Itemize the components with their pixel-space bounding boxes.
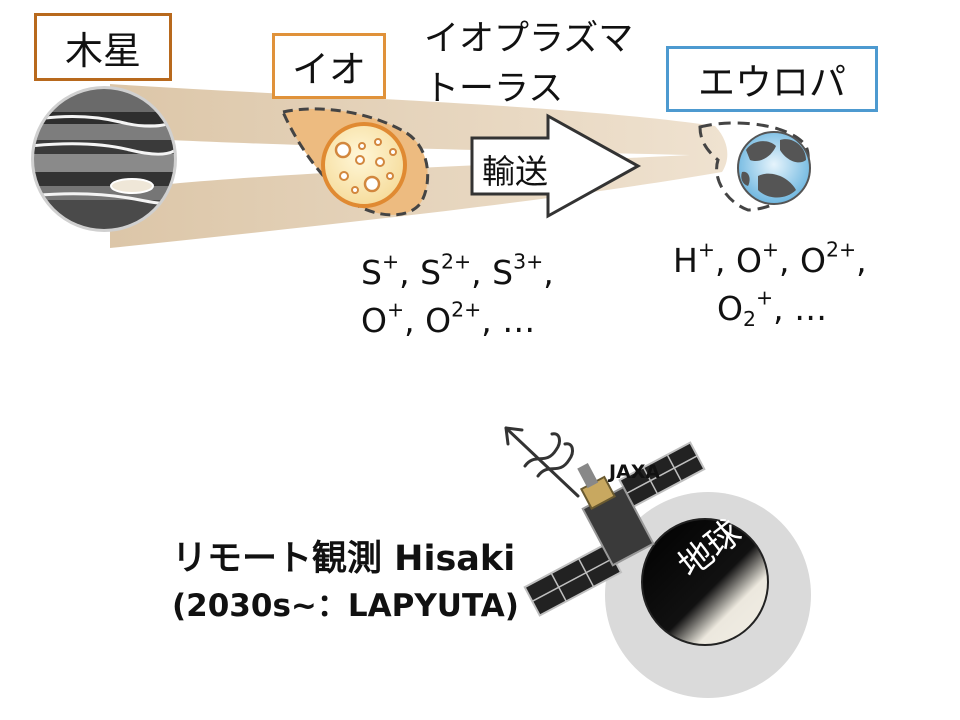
- io-label: イオ: [272, 33, 386, 99]
- io-ion-line-1: S+, S2+, S3+,: [361, 249, 554, 297]
- remote-observation-label: リモート観測 Hisaki: [172, 539, 516, 579]
- jaxa-label: JAXA: [609, 461, 661, 483]
- io-l1-ion-0: S+,: [361, 249, 421, 292]
- jupiter-label: 木星: [34, 13, 172, 81]
- torus-label-line1: イオプラズマ: [424, 19, 634, 59]
- emission-wave-arrow-icon: [504, 426, 580, 498]
- europa-moon-icon: [737, 131, 811, 205]
- hisaki-satellite-icon: [523, 441, 706, 617]
- io-l1-ion-1: S2+,: [420, 249, 493, 292]
- torus-label-line2: トーラス: [424, 69, 564, 109]
- europa-ion-line-1: H+, O+, O2+,: [673, 237, 867, 285]
- europa-l2-ion-0: O2+, …: [717, 285, 828, 332]
- europa-label: エウロパ: [666, 46, 878, 112]
- europa-ion-list: H+, O+, O2+, O2+, …: [673, 237, 867, 333]
- earth-planet-icon: [641, 518, 769, 646]
- io-l2-ion-0: O+,: [361, 297, 426, 340]
- torus-inner-gap: [170, 140, 690, 184]
- europa-l1-ion-1: O+,: [735, 237, 801, 280]
- transport-arrow: [470, 113, 642, 219]
- io-ion-line-2: O+, O2+, …: [361, 297, 554, 345]
- europa-l1-ion-0: H+,: [673, 237, 736, 280]
- lapyuta-label: (2030s~：LAPYUTA): [172, 588, 519, 624]
- io-ion-list: S+, S2+, S3+, O+, O2+, …: [361, 249, 554, 345]
- io-moon-icon: [321, 122, 407, 208]
- europa-neutral-halo: [698, 121, 810, 212]
- transport-label: 輸送: [482, 152, 548, 191]
- io-l1-ion-2: S3+,: [492, 249, 554, 292]
- io-l2-ion-1: O2+, …: [425, 297, 536, 340]
- europa-l1-ion-2: O2+,: [800, 237, 867, 280]
- europa-ion-line-2: O2+, …: [673, 285, 867, 333]
- jupiter-planet-icon: [31, 86, 177, 232]
